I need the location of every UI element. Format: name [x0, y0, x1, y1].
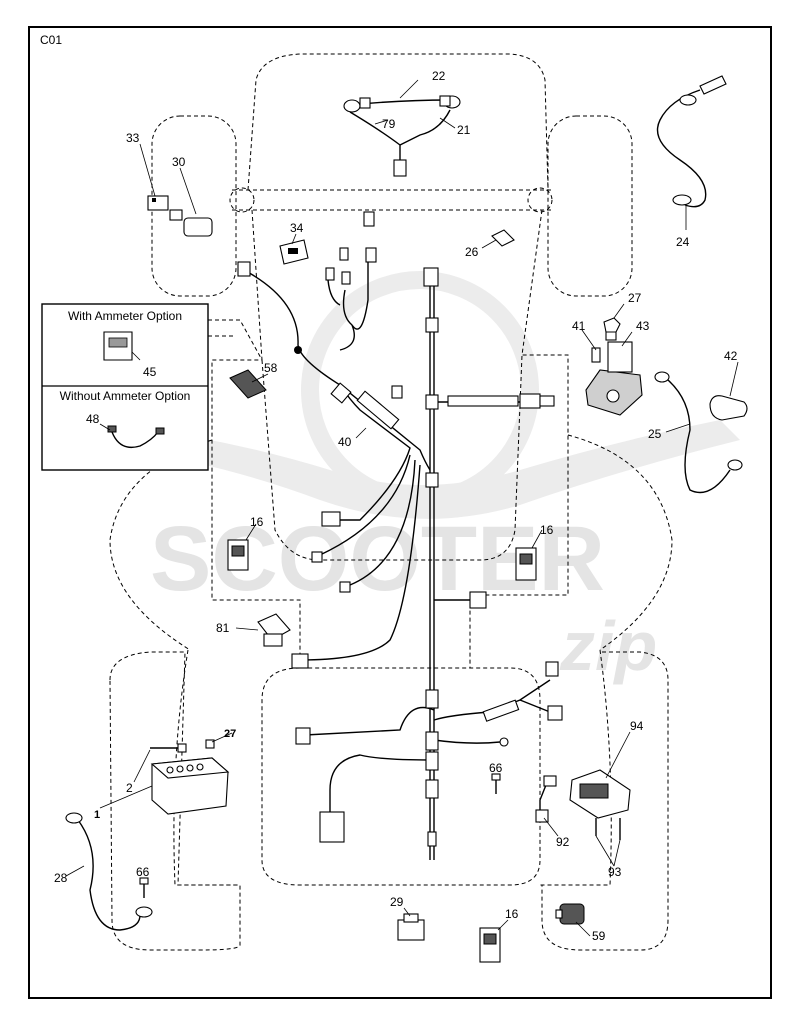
- harness-connectors: [237, 211, 563, 847]
- battery-cable-24: [656, 75, 727, 208]
- fuse-26: [491, 229, 515, 247]
- switch-29: [397, 913, 425, 941]
- callout-29: 29: [390, 895, 404, 909]
- battery-cable-25: [654, 371, 743, 494]
- terminal-boot-42: [709, 395, 748, 421]
- battery-bolt-2: [150, 739, 215, 753]
- callout-27: 27: [628, 291, 642, 305]
- callout-34: 34: [290, 221, 304, 235]
- callout-21: 21: [457, 123, 471, 137]
- callout-28: 28: [54, 871, 68, 885]
- callout-16-right: 16: [540, 523, 554, 537]
- callout-26: 26: [465, 245, 479, 259]
- callout-numbers: 22 79 21 33 30 34 26 24 27 41 43 42 25 5…: [54, 69, 738, 943]
- callout-66-right: 66: [489, 761, 503, 775]
- callout-93: 93: [608, 865, 622, 879]
- callout-33: 33: [126, 131, 140, 145]
- callout-16-left: 16: [250, 515, 264, 529]
- nut-27: [603, 317, 621, 333]
- callout-25: 25: [648, 427, 662, 441]
- callout-79: 79: [382, 117, 396, 131]
- callout-1: 1: [94, 809, 100, 821]
- callout-94: 94: [630, 719, 644, 733]
- relay-16c: [479, 927, 501, 963]
- ammeter-part: [103, 331, 141, 361]
- jumper-wire-part: [99, 423, 165, 449]
- callout-81: 81: [216, 621, 230, 635]
- callout-41: 41: [572, 319, 586, 333]
- watermark-script: zip: [559, 607, 657, 685]
- callout-92: 92: [556, 835, 570, 849]
- callout-16-bottom: 16: [505, 907, 519, 921]
- callout-27-battery: 27: [224, 728, 236, 740]
- battery-1: [150, 757, 230, 815]
- callout-24: 24: [676, 235, 690, 249]
- seat-switch-assembly: [535, 769, 631, 840]
- callout-42: 42: [724, 349, 738, 363]
- inset-with-ammeter-title: With Ammeter Option: [68, 309, 182, 323]
- relay-16a: [227, 539, 249, 571]
- callout-40: 40: [338, 435, 352, 449]
- callout-30: 30: [172, 155, 186, 169]
- module-58: [229, 369, 267, 399]
- callout-leaders: [65, 79, 739, 937]
- callout-59: 59: [592, 929, 606, 943]
- battery-cable-28: [65, 812, 153, 931]
- callout-2: 2: [126, 781, 133, 795]
- callout-45: 45: [143, 365, 157, 379]
- relay-81: [257, 613, 291, 647]
- relay-16b: [515, 547, 537, 581]
- module-59: [555, 903, 585, 925]
- headlight-assembly: [343, 95, 461, 177]
- callout-43: 43: [636, 319, 650, 333]
- screw-66a: [139, 877, 149, 898]
- screw-66b: [491, 773, 501, 794]
- callout-22: 22: [432, 69, 446, 83]
- ignition-switch-30: [169, 209, 213, 237]
- switch-34: [279, 239, 309, 265]
- page-code: C01: [40, 33, 62, 47]
- inset-without-ammeter-title: Without Ammeter Option: [60, 389, 191, 403]
- bolt-41: [591, 347, 601, 363]
- ammeter-inset: With Ammeter Option Without Ammeter Opti…: [41, 303, 209, 471]
- callout-58: 58: [264, 361, 278, 375]
- callout-48: 48: [86, 412, 100, 426]
- starter-solenoid-43: [585, 325, 643, 416]
- callout-66-left: 66: [136, 865, 150, 879]
- ignition-key-33: [147, 195, 169, 211]
